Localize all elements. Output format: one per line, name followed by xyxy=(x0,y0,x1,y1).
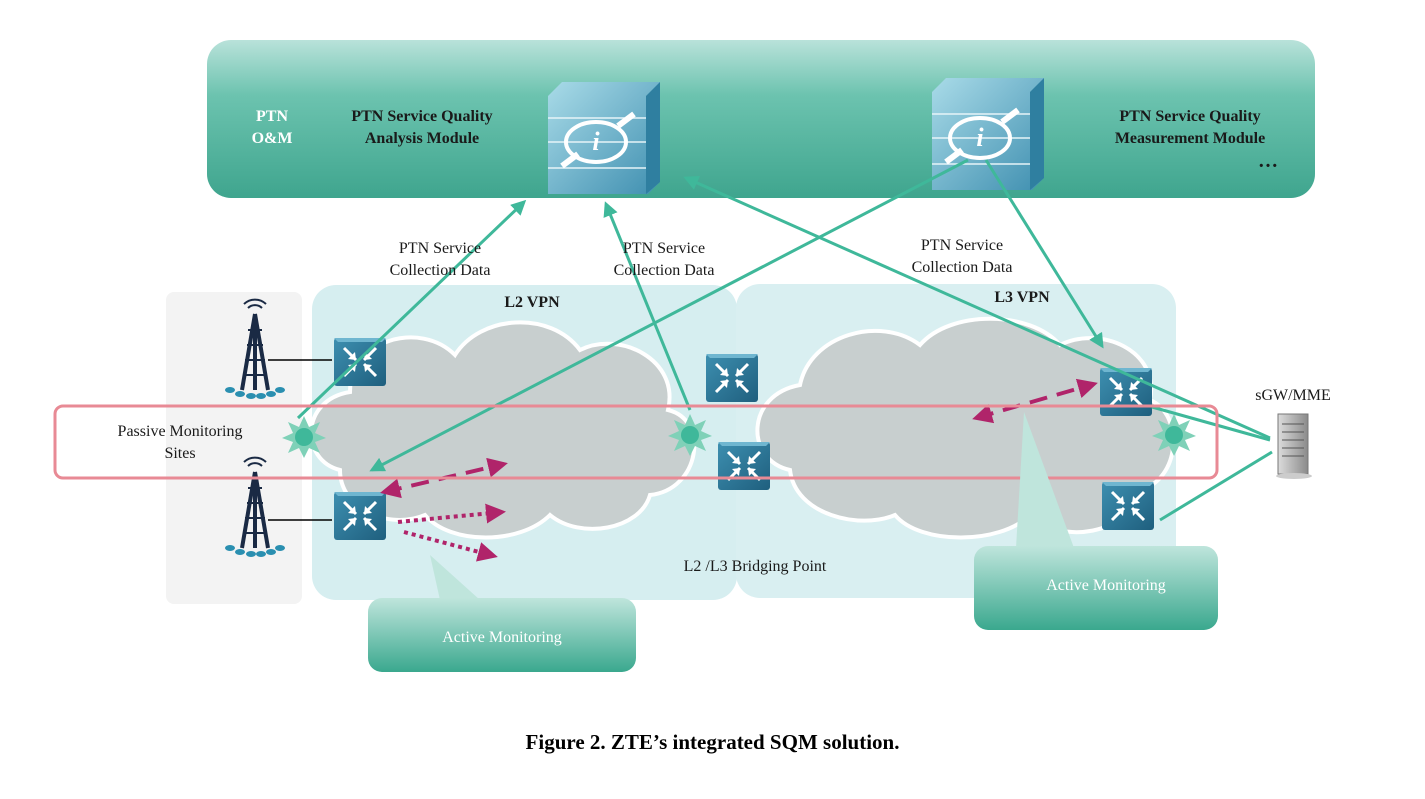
measurement-module-label: PTN Service Quality Measurement Module xyxy=(1114,108,1266,147)
passive-probe-icon-left xyxy=(282,416,326,458)
sgw-mme-label: sGW/MME xyxy=(1255,387,1331,404)
active-monitoring-callout-left xyxy=(368,555,636,672)
active-monitoring-label-left: Active Monitoring xyxy=(442,629,562,646)
active-monitoring-label-right: Active Monitoring xyxy=(1046,577,1166,594)
router-icon-l3-bottom xyxy=(1100,480,1156,532)
measurement-module-server-icon: i xyxy=(932,78,1044,190)
router-icon-l2-top xyxy=(332,336,388,388)
sgw-mme-server-icon xyxy=(1276,413,1312,479)
passive-probe-icon-right xyxy=(1152,414,1196,456)
l3-vpn-label: L3 VPN xyxy=(994,289,1050,306)
svg-text:i: i xyxy=(976,123,984,152)
router-icon-bridge-top xyxy=(704,352,760,404)
svg-text:i: i xyxy=(592,127,600,156)
active-monitoring-callout-right xyxy=(974,412,1218,630)
passive-monitoring-sites-label: Passive Monitoring Sites xyxy=(117,423,243,462)
collection-data-label-left: PTN Service Collection Data xyxy=(389,240,491,279)
passive-monitoring-band xyxy=(53,404,1219,480)
ptn-oam-label: PTN O&M xyxy=(251,108,293,147)
analysis-module-server-icon: i xyxy=(548,82,660,194)
l2-vpn-label: L2 VPN xyxy=(504,294,560,311)
collection-flows xyxy=(296,158,1273,522)
tower-area-background xyxy=(166,292,302,604)
passive-probe-icon-mid xyxy=(668,414,712,456)
collection-data-label-right: PTN Service Collection Data xyxy=(911,237,1013,276)
ellipsis: … xyxy=(1258,150,1278,172)
analysis-module-label: PTN Service Quality Analysis Module xyxy=(351,108,493,147)
router-icon-bridge-bottom xyxy=(716,440,772,492)
figure-caption: Figure 2. ZTE’s integrated SQM solution. xyxy=(525,730,900,754)
bridging-point-label: L2 /L3 Bridging Point xyxy=(683,558,827,575)
collection-data-label-mid: PTN Service Collection Data xyxy=(613,240,715,279)
router-icon-l2-bottom xyxy=(332,490,388,542)
